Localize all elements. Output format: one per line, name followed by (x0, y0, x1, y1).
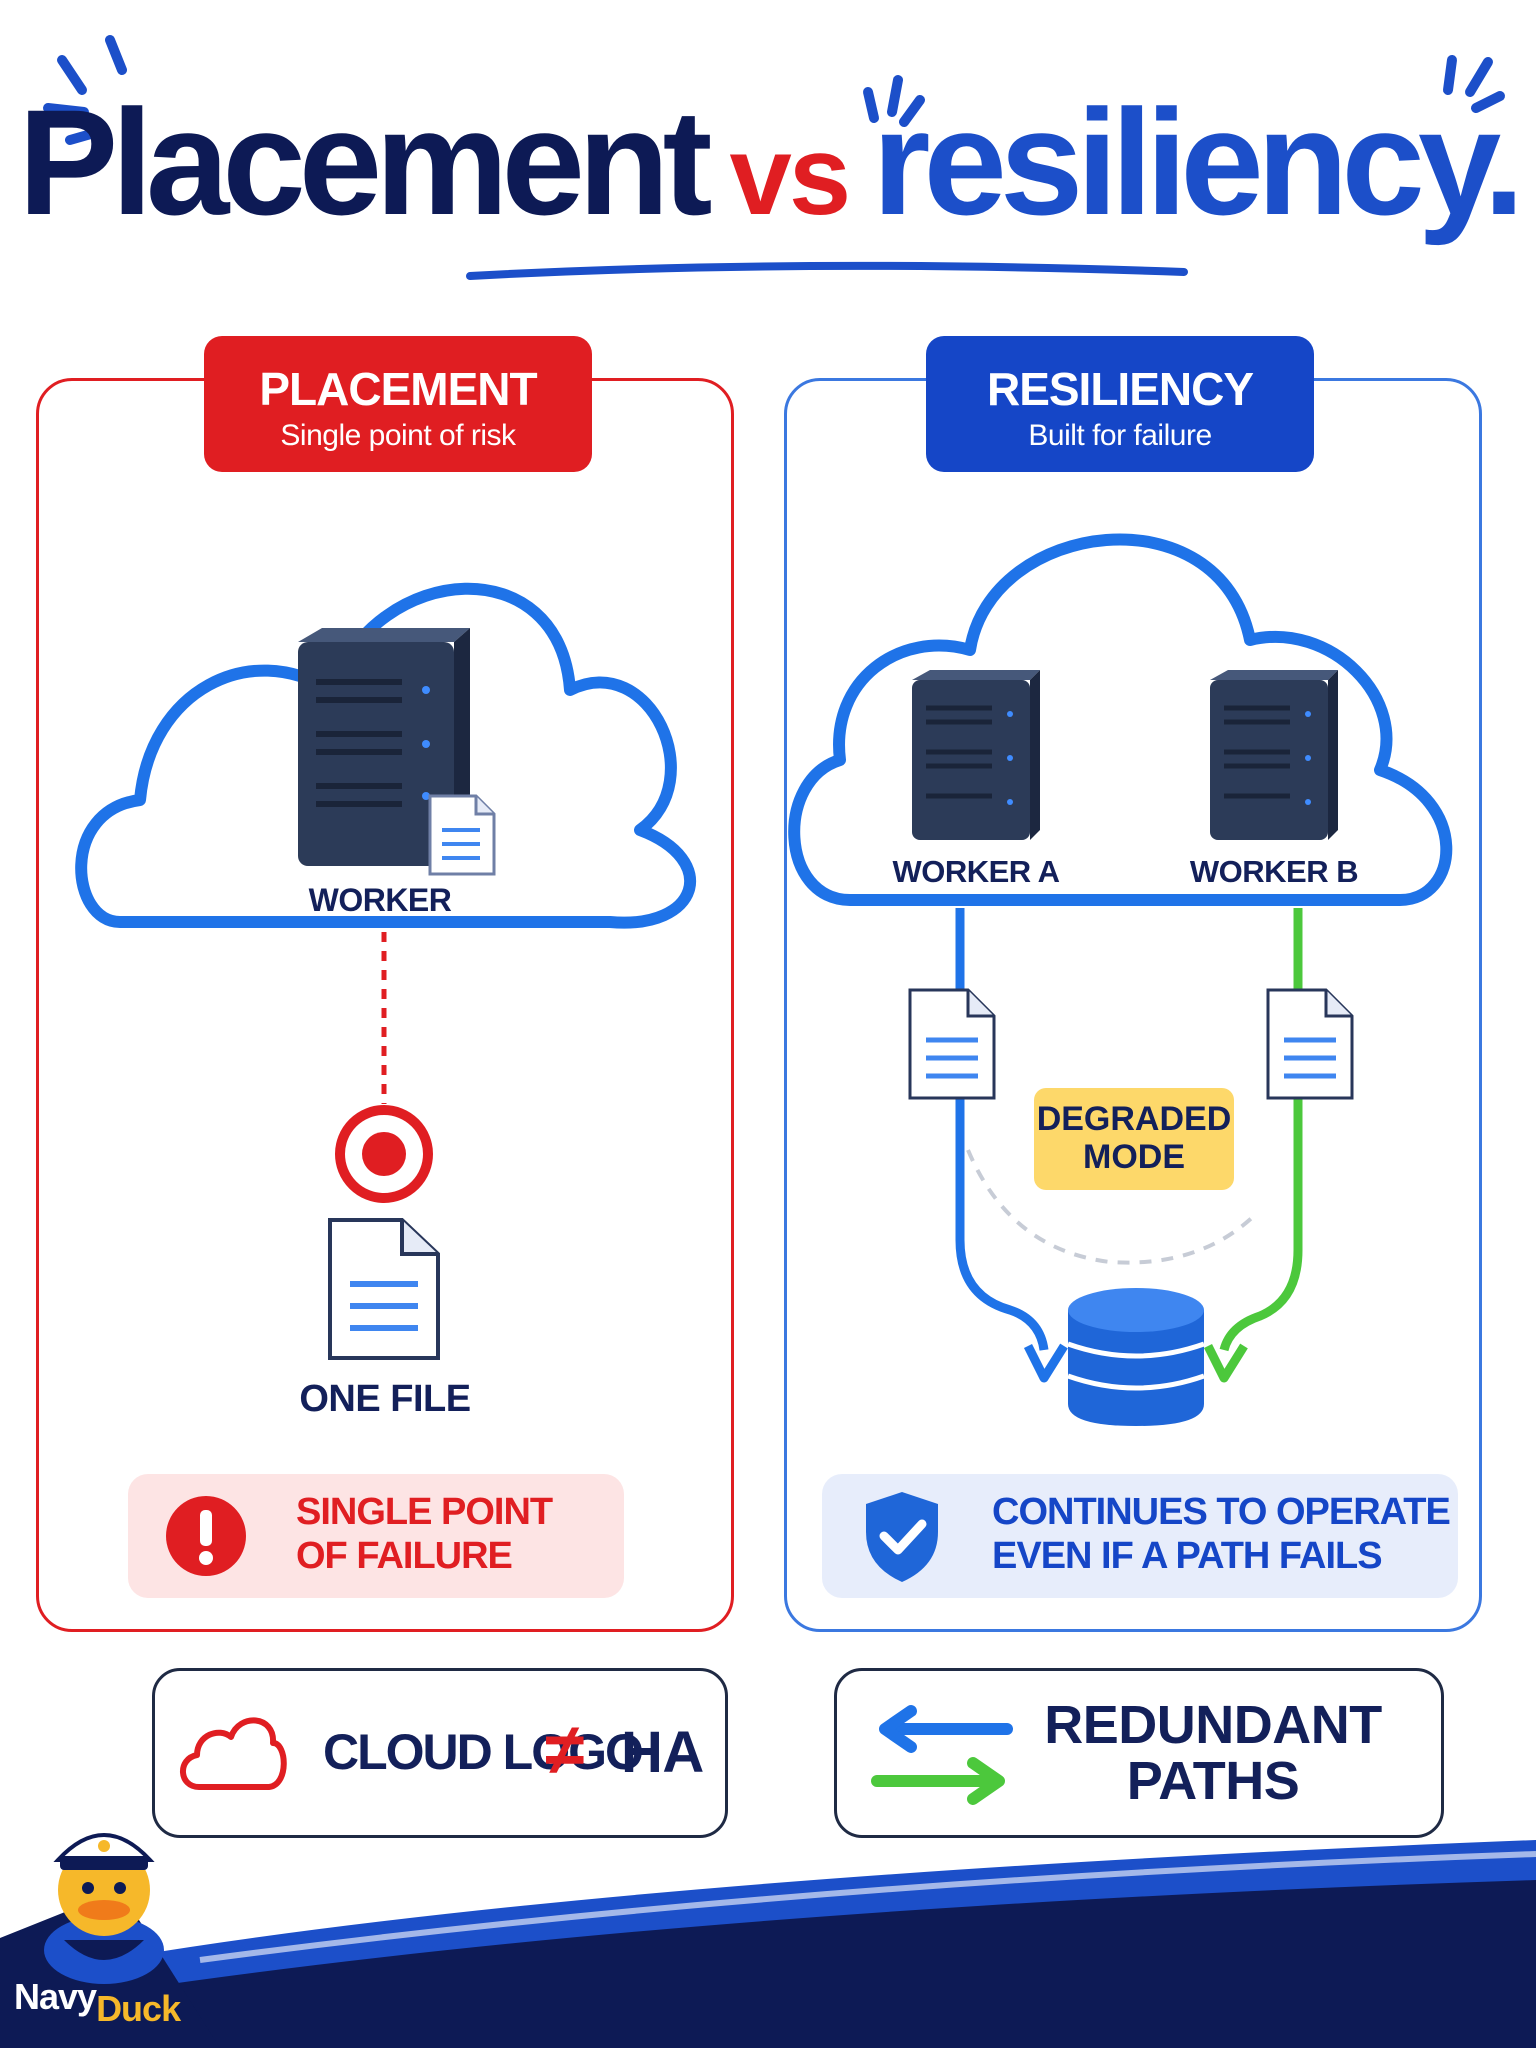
degraded-mode-badge: DEGRADED MODE (1034, 1088, 1234, 1190)
placement-diagram (75, 582, 697, 1360)
cloud-icon (788, 533, 1453, 906)
resiliency-subheading: Built for failure (1028, 419, 1212, 452)
callout-line-2: OF FAILURE (296, 1535, 513, 1577)
not-equal-symbol: ≠ (545, 1710, 585, 1790)
resiliency-header: RESILIENCY Built for failure (926, 336, 1314, 472)
callout-line-2: EVEN IF A PATH FAILS (992, 1535, 1383, 1577)
database-icon (1067, 1288, 1205, 1426)
server-icon (1210, 670, 1338, 840)
swap-arrows-icon (871, 1705, 1013, 1805)
file-icon (328, 1218, 440, 1360)
server-icon (912, 670, 1040, 840)
cloud-logo-not-ha-box: CLOUD LOGO ≠ HA (152, 1668, 728, 1838)
resiliency-heading: RESILIENCY (986, 363, 1254, 415)
worker-b-label: WORKER B (1189, 854, 1359, 889)
target-icon (335, 1105, 433, 1203)
cloud-icon (180, 1717, 287, 1790)
alert-icon (166, 1496, 246, 1576)
continues-to-operate-callout: CONTINUES TO OPERATE EVEN IF A PATH FAIL… (822, 1474, 1458, 1598)
file-icon (908, 988, 996, 1100)
brand-word-navy: Navy (14, 1976, 97, 2017)
callout-line-1: CONTINUES TO OPERATE (992, 1491, 1451, 1533)
splash-marks-decoration (43, 35, 1505, 280)
title-word-resiliency: resiliency. (872, 78, 1525, 246)
single-point-of-failure-callout: SINGLE POINT OF FAILURE (128, 1474, 624, 1598)
file-icon (428, 794, 496, 876)
resiliency-diagram (788, 533, 1453, 1426)
duck-mascot-icon (44, 1833, 164, 1984)
degraded-line-1: DEGRADED (1036, 1100, 1232, 1138)
placement-panel (36, 378, 734, 1632)
shield-check-icon (866, 1492, 938, 1582)
placement-heading: PLACEMENT (259, 363, 537, 415)
placement-header: PLACEMENT Single point of risk (204, 336, 592, 472)
footer-wave-decoration (0, 1840, 1536, 2048)
brand-logo: NavyDuck (14, 1976, 181, 2029)
worker-a-label: WORKER A (892, 854, 1060, 889)
placement-subheading: Single point of risk (280, 419, 516, 452)
brand-word-duck: Duck (96, 1988, 181, 2029)
redundant-paths-box: REDUNDANT PATHS (834, 1668, 1444, 1838)
file-icon (1266, 988, 1354, 1100)
callout-line-1: SINGLE POINT (296, 1491, 553, 1533)
degraded-line-2: MODE (1083, 1138, 1185, 1176)
redundant-line-1: REDUNDANT (1044, 1695, 1382, 1755)
title-word-vs: vs (729, 113, 852, 238)
one-file-label: ONE FILE (299, 1378, 471, 1420)
redundant-line-2: PATHS (1126, 1751, 1300, 1811)
title-word-placement: Placement (18, 78, 712, 246)
worker-label: WORKER (308, 882, 452, 918)
ha-text: HA (621, 1720, 704, 1785)
cloud-logo-text: CLOUD LOGO (323, 1724, 644, 1780)
